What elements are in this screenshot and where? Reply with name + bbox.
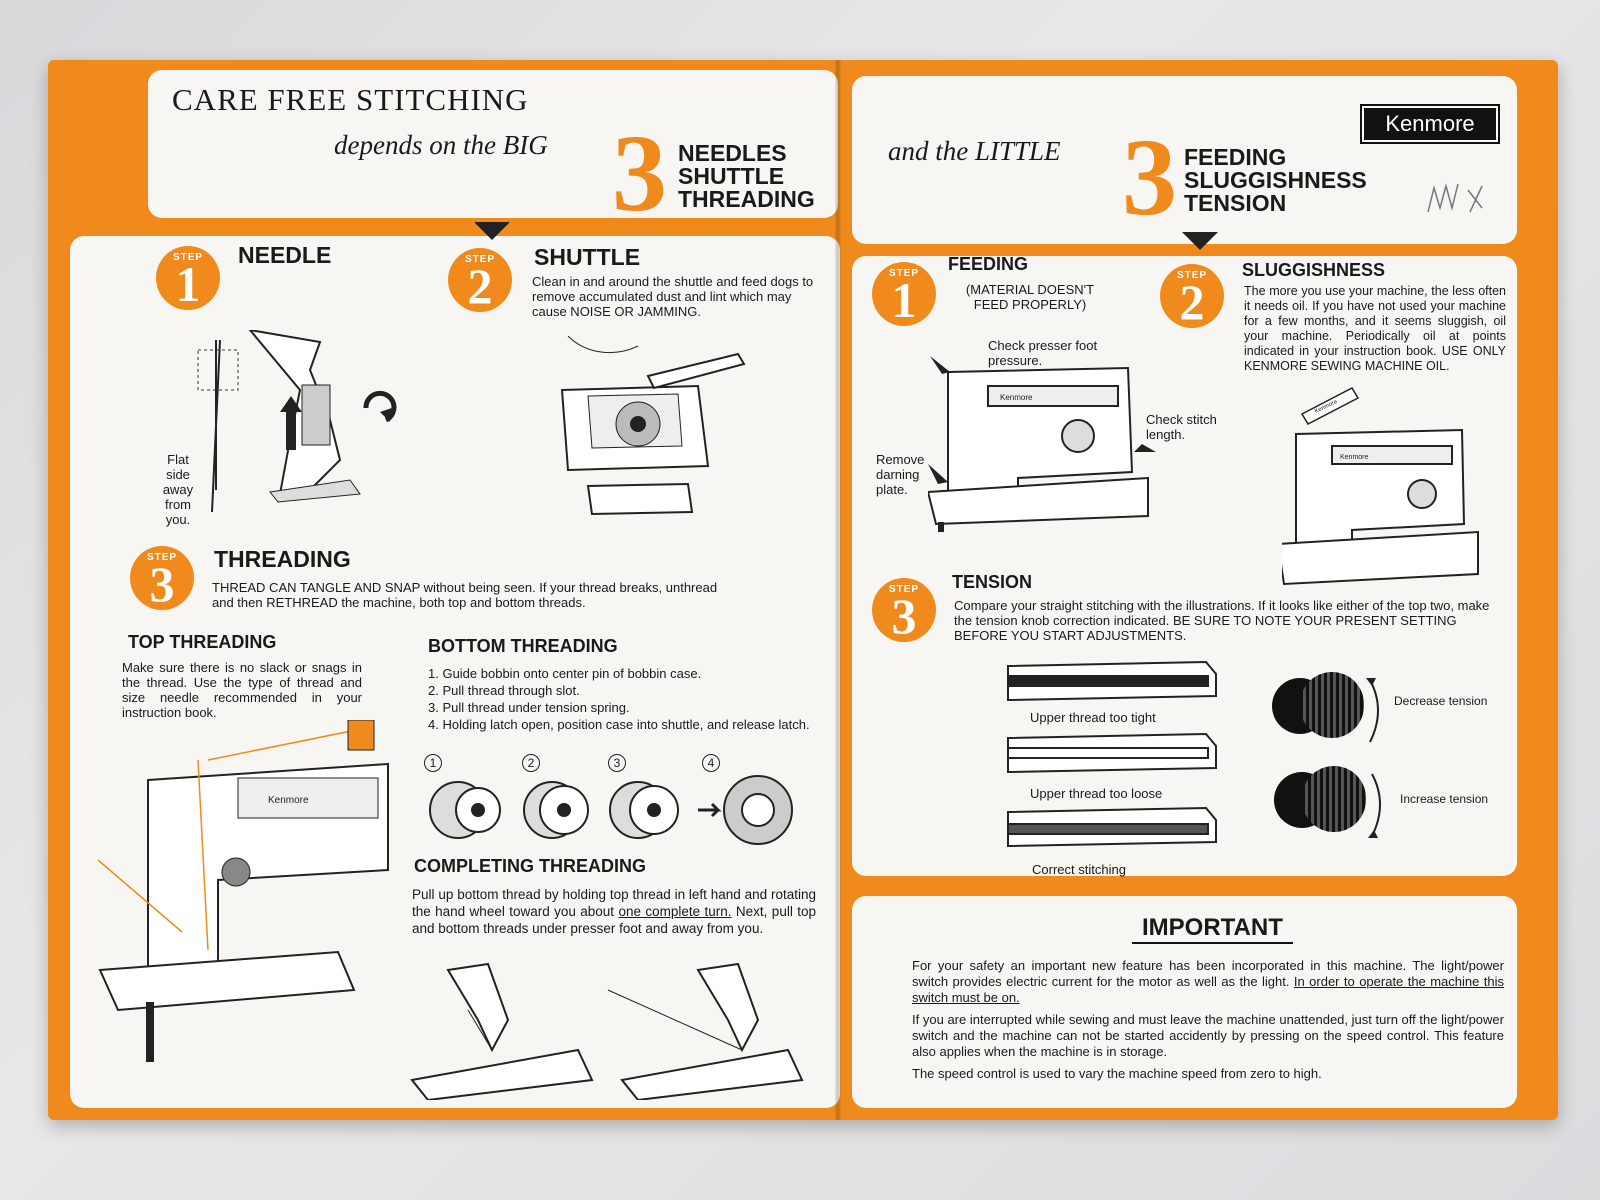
- header-left-panel: [148, 70, 838, 218]
- feeding-machine-illustration: Kenmore: [928, 356, 1156, 532]
- needle-heading: NEEDLE: [238, 242, 332, 268]
- figure-number: 4: [702, 754, 720, 772]
- sample-label: Upper thread too loose: [1030, 786, 1163, 801]
- top-threading-heading: TOP THREADING: [128, 632, 277, 652]
- tension-heading: TENSION: [952, 572, 1033, 592]
- completing-threading-heading: COMPLETING THREADING: [414, 856, 646, 876]
- important-text: For your safety an important new feature…: [912, 958, 1505, 1081]
- handwritten-mark-icon: [1427, 183, 1483, 213]
- machine-brand-label: Kenmore: [1000, 393, 1033, 402]
- big-three-list: NEEDLES SHUTTLE THREADING: [678, 142, 815, 211]
- center-fold: [835, 60, 841, 1120]
- tension-knob: [1300, 672, 1364, 738]
- bobbin-figure-numbers: 1 2 3 4: [424, 754, 744, 774]
- shuttle-illustration: [560, 336, 746, 516]
- list-item: 4. Holding latch open, position case int…: [428, 717, 810, 732]
- tension-text: Compare your straight stitching with the…: [954, 598, 1490, 643]
- completing-threading-illustration: [410, 962, 804, 1100]
- list-item: NEEDLES: [678, 140, 787, 166]
- stitch-samples-illustration: [1007, 660, 1217, 848]
- top-threading-machine-illustration: Kenmore: [98, 720, 389, 1062]
- list-item: TENSION: [1184, 190, 1287, 216]
- decrease-tension-label: Decrease tension: [1394, 694, 1488, 708]
- header-right-panel: [852, 76, 1517, 244]
- machine-brand-label: Kenmore: [1340, 454, 1369, 461]
- feeding-subtitle: (MATERIAL DOESN'T FEED PROPERLY): [965, 282, 1095, 312]
- little-three-list: FEEDING SLUGGISHNESS TENSION: [1184, 146, 1367, 215]
- figure-number: 1: [424, 754, 442, 772]
- sluggishness-machine-illustration: Kenmore Kenmore: [1282, 387, 1479, 586]
- big-three-numeral: 3: [612, 112, 667, 234]
- little-three-numeral: 3: [1122, 116, 1177, 238]
- kenmore-logo: Kenmore: [1360, 104, 1500, 144]
- and-little-text: and the LITTLE: [888, 136, 1061, 166]
- list-item: SLUGGISHNESS: [1184, 167, 1367, 193]
- sluggishness-text: The more you use your machine, the less …: [1244, 284, 1506, 373]
- list-item: 1. Guide bobbin onto center pin of bobbi…: [428, 666, 702, 681]
- callout-stitch: Check stitch length.: [1146, 412, 1217, 442]
- list-item: THREADING: [678, 186, 815, 212]
- threading-heading: THREADING: [214, 546, 351, 572]
- figure-number: 3: [608, 754, 626, 772]
- callout-darning: Remove darning plate.: [876, 452, 925, 497]
- sluggishness-heading: SLUGGISHNESS: [1242, 260, 1386, 280]
- increase-tension-label: Increase tension: [1400, 792, 1489, 806]
- feeding-heading: FEEDING: [948, 254, 1029, 274]
- important-panel: [852, 896, 1517, 1108]
- depends-text: depends on the BIG: [334, 130, 548, 160]
- sample-label: Correct stitching: [1032, 862, 1126, 877]
- list-item: 3. Pull thread under tension spring.: [428, 700, 630, 715]
- shuttle-heading: SHUTTLE: [534, 244, 641, 270]
- page-title: CARE FREE STITCHING: [172, 82, 529, 117]
- threading-text: THREAD CAN TANGLE AND SNAP without being…: [212, 580, 718, 610]
- rotate-arrow-icon: [1366, 678, 1379, 743]
- figure-number: 2: [522, 754, 540, 772]
- sample-label: Upper thread too tight: [1030, 710, 1156, 725]
- list-item: 2. Pull thread through slot.: [428, 683, 580, 698]
- bottom-threading-heading: BOTTOM THREADING: [428, 636, 618, 656]
- rotate-arrow-icon: [1368, 773, 1381, 838]
- machine-brand-label: Kenmore: [268, 795, 309, 806]
- top-threading-text: Make sure there is no slack or snags in …: [122, 660, 362, 720]
- bobbin-sequence-illustration: [429, 775, 793, 845]
- arrow-down-icon: [474, 222, 510, 240]
- tension-knob: [1302, 766, 1366, 832]
- arrow-down-icon: [1182, 232, 1218, 250]
- needle-illustration: [197, 330, 397, 513]
- important-heading: IMPORTANT: [1132, 914, 1293, 944]
- list-item: SHUTTLE: [678, 163, 785, 189]
- completing-threading-text: Pull up bottom thread by holding top thr…: [412, 887, 816, 936]
- list-item: FEEDING: [1184, 144, 1287, 170]
- bottom-threading-list: 1. Guide bobbin onto center pin of bobbi…: [428, 666, 818, 732]
- shuttle-text: Clean in and around the shuttle and feed…: [532, 274, 814, 319]
- callout-presser: Check presser foot pressure.: [988, 338, 1098, 368]
